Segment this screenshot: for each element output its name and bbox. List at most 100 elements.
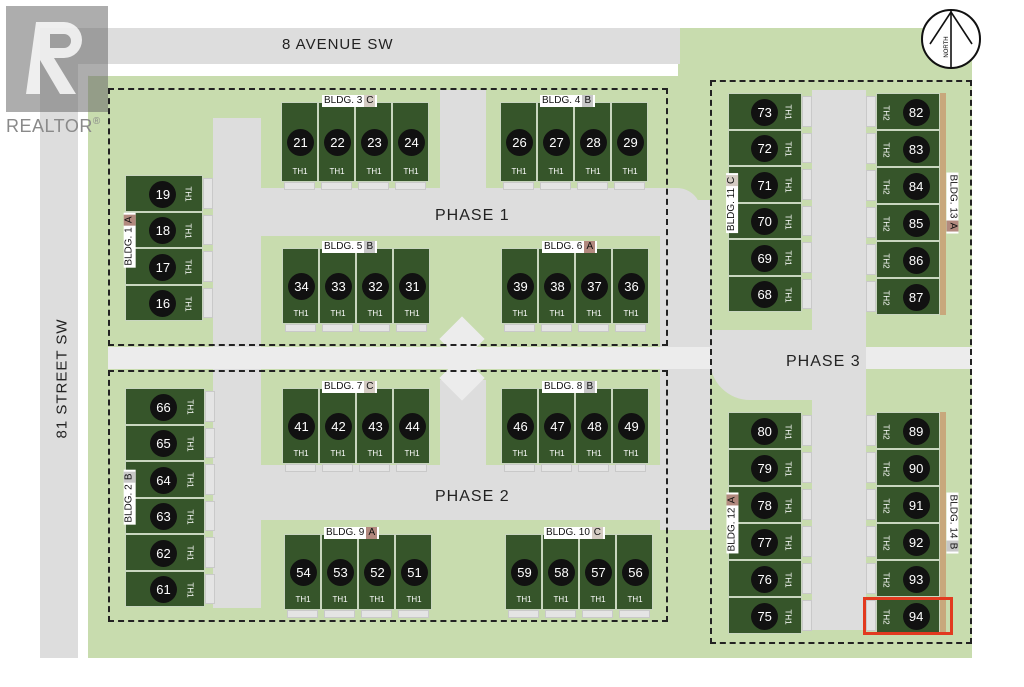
garage-pad bbox=[578, 324, 609, 332]
unit-type-label: TH2 bbox=[881, 104, 891, 121]
unit-type-label: TH1 bbox=[553, 595, 569, 604]
building-name: BLDG. 13 bbox=[946, 174, 958, 219]
unit-number: 61 bbox=[150, 576, 177, 604]
garage-pad bbox=[866, 281, 876, 312]
unit-number: 59 bbox=[511, 559, 538, 587]
garage-pad bbox=[582, 610, 613, 618]
garage-pad bbox=[866, 170, 876, 201]
unit-number: 32 bbox=[362, 273, 389, 301]
road-81-street bbox=[40, 28, 78, 658]
garage-pad bbox=[504, 464, 535, 472]
garage-pad bbox=[802, 489, 812, 520]
garage-pad bbox=[205, 427, 215, 458]
unit-number: 39 bbox=[507, 273, 534, 301]
sidewalk bbox=[78, 64, 88, 658]
garage-pad bbox=[284, 182, 315, 190]
unit-type-label: TH1 bbox=[783, 571, 793, 588]
north-arrow-icon: NORTH bbox=[920, 8, 982, 70]
garage-pad bbox=[615, 464, 646, 472]
sidewalk-north bbox=[78, 64, 678, 76]
phase-1-label: PHASE 1 bbox=[435, 207, 510, 224]
unit-number: 36 bbox=[618, 273, 645, 301]
unit-type-label: TH1 bbox=[623, 309, 639, 318]
unit-number: 58 bbox=[548, 559, 575, 587]
unit-number: 23 bbox=[361, 128, 388, 156]
garage-pad bbox=[398, 610, 429, 618]
unit-number: 46 bbox=[507, 413, 534, 441]
garage-pad bbox=[802, 96, 812, 127]
building-name: BLDG. 5 bbox=[324, 241, 363, 252]
garage-pad bbox=[802, 278, 812, 309]
building-name: BLDG. 4 bbox=[542, 95, 581, 106]
garage-pad bbox=[866, 452, 876, 483]
unit-number: 83 bbox=[902, 136, 930, 163]
unit-number: 90 bbox=[902, 455, 930, 482]
